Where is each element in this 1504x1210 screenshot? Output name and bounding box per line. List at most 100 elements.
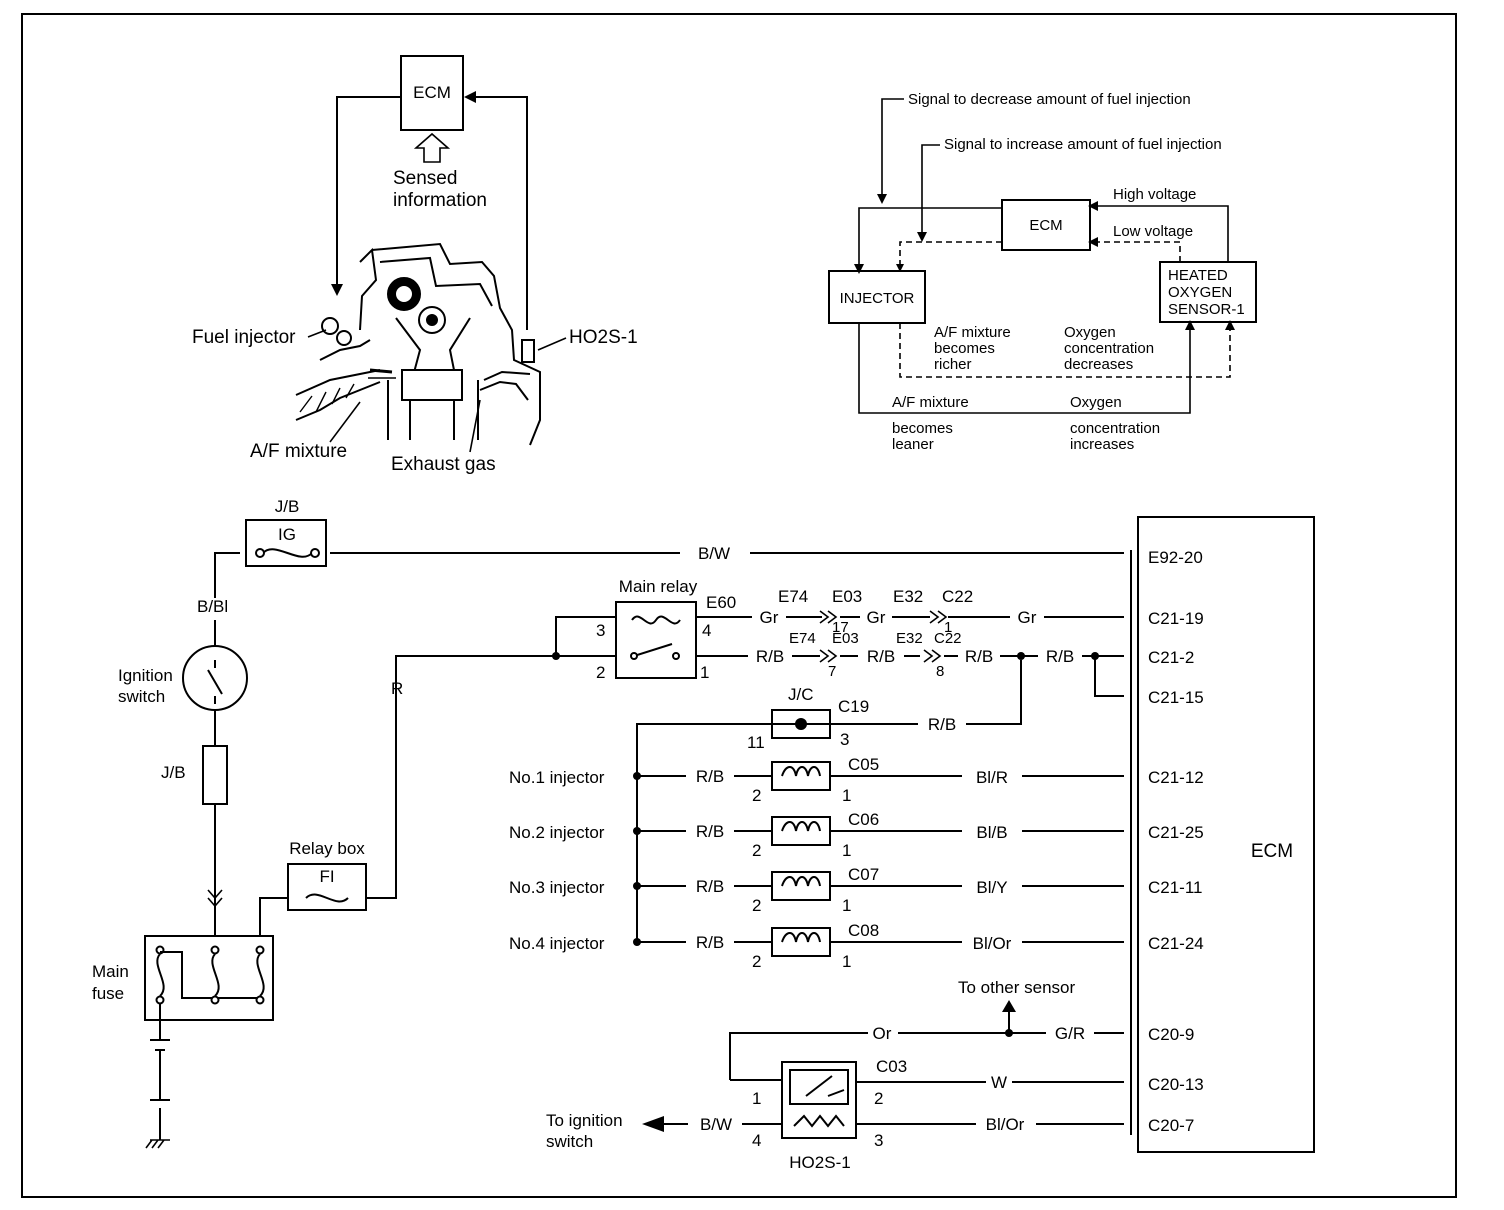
- r-wire: [366, 655, 556, 899]
- signal-increase-label: Signal to increase amount of fuel inject…: [944, 136, 1222, 153]
- o2dec-label-2: concentration: [1064, 340, 1154, 357]
- r-label: R: [391, 679, 403, 698]
- engine-cross-section-icon: [295, 242, 541, 446]
- n8-label: 8: [936, 663, 944, 680]
- af-mixture-label-engine: A/F mixture: [250, 441, 347, 462]
- arrow-down-icon: [896, 264, 904, 272]
- gr-label-2: Gr: [867, 608, 886, 627]
- jc-rb-wire: [830, 660, 1022, 725]
- injector-box: [828, 270, 926, 324]
- e32-label-a: E32: [893, 587, 923, 606]
- c21-15-jumper: [1094, 656, 1124, 697]
- injector-rb-label: R/B: [696, 877, 724, 896]
- injector-coil-icon: [781, 766, 821, 777]
- ecm-box-engine: [400, 55, 464, 131]
- connector-icon: [819, 649, 838, 663]
- richer-label-1: A/F mixture: [934, 324, 1011, 341]
- main-fuse-label-2: fuse: [92, 984, 124, 1003]
- ecm-injector-solid-line: [858, 207, 1002, 271]
- jc-pin-11: 11: [747, 733, 765, 752]
- injector-connector-label: C06: [848, 810, 879, 829]
- injector-wire-color-label: Bl/Y: [976, 878, 1007, 897]
- injector-pin-1: 1: [842, 896, 851, 915]
- o2dec-label-1: Oxygen: [1064, 324, 1116, 341]
- c21-19-label: C21-19: [1148, 609, 1204, 628]
- connector-icon: [929, 610, 948, 624]
- injector-name-label: No.4 injector: [509, 934, 605, 953]
- e32-label-b: E32: [896, 630, 923, 647]
- injector-feed-bus: [636, 723, 772, 942]
- main-fuse-label-1: Main: [92, 962, 129, 981]
- injector-wire-color-label: Bl/R: [976, 768, 1008, 787]
- feedback-loop-diagram: Signal to decrease amount of fuel inject…: [828, 91, 1257, 453]
- leaner-label-1: A/F mixture: [892, 394, 969, 411]
- sensor-label-3: SENSOR-1: [1168, 301, 1245, 318]
- ecm-box-feedback: [1001, 199, 1091, 251]
- main-relay-label: Main relay: [619, 577, 698, 596]
- ecm-label-engine: ECM: [413, 83, 451, 102]
- injector-name-label: No.2 injector: [509, 823, 605, 842]
- injector-name-label: No.3 injector: [509, 878, 605, 897]
- rb-label-3: R/B: [965, 647, 993, 666]
- ig-label: IG: [278, 525, 296, 544]
- sensed-info-arrow-icon: [413, 132, 451, 163]
- signal-decrease-leader: [881, 98, 904, 200]
- high-voltage-label: High voltage: [1113, 186, 1196, 203]
- o2dec-label-3: decreases: [1064, 356, 1133, 373]
- fuel-injector-leader: [307, 329, 327, 338]
- sensed-label-2: information: [393, 190, 487, 211]
- injector-coil-icon: [781, 932, 821, 943]
- ecm-label-wiring: ECM: [1251, 841, 1293, 862]
- ecm-pin-label: C21-12: [1148, 768, 1204, 787]
- ign-label-2: switch: [118, 687, 165, 706]
- c21-2-label: C21-2: [1148, 648, 1194, 667]
- battery-icon: [150, 1004, 170, 1140]
- leaner-solid-line: [858, 322, 1191, 414]
- arrow-up-icon: [1225, 320, 1235, 330]
- arrow-down-icon: [331, 284, 343, 296]
- e03-label-b: E03: [832, 630, 859, 647]
- connector-icon: [207, 889, 223, 908]
- fi-fuse-icon: [305, 893, 349, 903]
- injector-pin-1: 1: [842, 786, 851, 805]
- injector-pin-1: 1: [842, 952, 851, 971]
- oxygen-sensor-box: [1159, 261, 1257, 323]
- injector-wire-color-label: Bl/Or: [973, 934, 1012, 953]
- to-other-sensor-label: To other sensor: [958, 978, 1076, 997]
- n7-label: 7: [828, 663, 836, 680]
- low-voltage-line: [1090, 241, 1181, 262]
- ho2s-to-ecm-line: [470, 96, 528, 330]
- relay-pin-3: 3: [596, 621, 605, 640]
- g-r-label: G/R: [1055, 1024, 1085, 1043]
- c20-9-label: C20-9: [1148, 1025, 1194, 1044]
- injector-coil-icon: [781, 821, 821, 832]
- ho2s-pin-4: 4: [752, 1131, 761, 1150]
- fuel-injector-label: Fuel injector: [192, 327, 296, 348]
- injector-coil-icon: [781, 876, 821, 887]
- arrow-left-icon: [642, 1116, 664, 1132]
- o2inc-label-2: concentration: [1070, 420, 1160, 437]
- ho2s-sensor-box: [781, 1061, 857, 1139]
- richer-label-2: becomes: [934, 340, 995, 357]
- ign-label-1: Ignition: [118, 666, 173, 685]
- jb-top-label: J/B: [275, 497, 300, 516]
- ecm-pin-label: C21-25: [1148, 823, 1204, 842]
- main-relay-box: [615, 601, 697, 679]
- ecm-to-injector-line: [336, 96, 401, 290]
- arrow-down-icon: [854, 264, 864, 274]
- n17-label: 17: [832, 619, 849, 636]
- c03-label: C03: [876, 1057, 907, 1076]
- injector-pin-2: 2: [752, 786, 761, 805]
- leaner-label-2: becomes: [892, 420, 953, 437]
- rb-jc-label: R/B: [928, 715, 956, 734]
- arrow-down-icon: [917, 232, 927, 242]
- signal-decrease-label: Signal to decrease amount of fuel inject…: [908, 91, 1191, 108]
- richer-dashed-line: [899, 322, 1231, 378]
- c21-15-label: C21-15: [1148, 688, 1204, 707]
- sensor-label-1: HEATED: [1168, 267, 1228, 284]
- o2inc-label-1: Oxygen: [1070, 394, 1122, 411]
- low-voltage-label: Low voltage: [1113, 223, 1193, 240]
- richer-label-3: richer: [934, 356, 972, 373]
- to-ign-label-2: switch: [546, 1132, 593, 1151]
- ecm-pin-label: C21-11: [1148, 878, 1203, 897]
